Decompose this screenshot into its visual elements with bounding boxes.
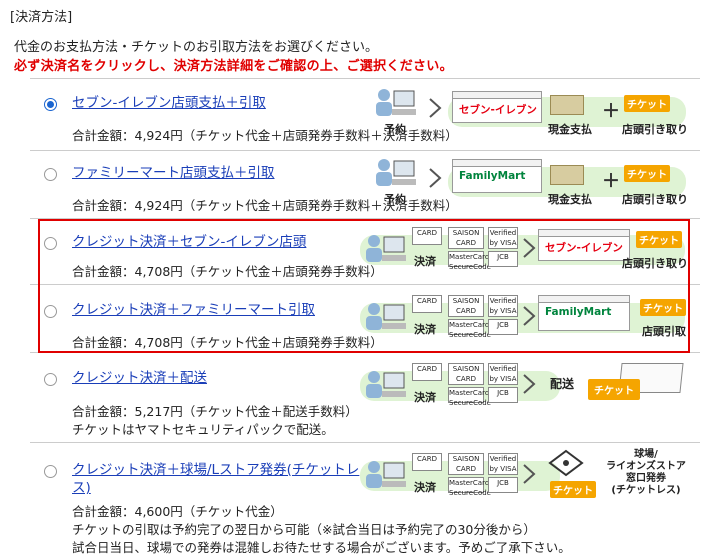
seven-eleven-logo: セブン-イレブン xyxy=(538,229,630,261)
radio-seven-pay-pickup[interactable] xyxy=(44,98,57,111)
label-delivery: 配送 xyxy=(550,377,575,391)
plus-icon: ＋ xyxy=(602,101,620,122)
section-title: [決済方法] xyxy=(10,10,73,25)
flow-graphic: CARD 決済 SAISON CARD Verified by VISA Mas… xyxy=(360,359,690,417)
label-yoyaku: 予約 xyxy=(384,123,406,136)
person-pc-icon xyxy=(366,371,406,398)
label-cash: 現金支払 xyxy=(548,123,592,136)
arrow-icon xyxy=(429,168,442,188)
arrow-icon xyxy=(523,238,536,258)
arrow-icon xyxy=(523,464,536,484)
flow-graphic: CARD 決済 SAISON CARD Verified by VISA Mas… xyxy=(360,291,690,349)
total-price: 合計金額：5,217円（チケット代金＋配送手数料） xyxy=(72,404,358,419)
total-price: 合計金額：4,924円（チケット代金＋店頭発券手数料＋決済手数料） xyxy=(72,198,458,213)
radio-family-pay-pickup[interactable] xyxy=(44,168,57,181)
verified-visa-icon: Verified by VISA xyxy=(488,227,518,249)
person-pc-icon xyxy=(376,159,416,186)
verified-visa-icon: Verified by VISA xyxy=(488,453,518,475)
stadium-note-1: チケットの引取は予約完了の翌日から可能（※試合当日は予約完了の30分後から） xyxy=(72,522,536,537)
delivery-note: チケットはヤマトセキュリティパックで配送。 xyxy=(72,422,334,437)
seven-eleven-logo: セブン-イレブン xyxy=(452,91,542,123)
arrow-icon xyxy=(523,374,536,394)
card-icon: CARD xyxy=(412,227,442,245)
ticket-icon: チケット xyxy=(588,379,640,400)
stadium-note-2: 試合日当日、球場での発券は混雑しお待たせする場合がございます。予めご了承下さい。 xyxy=(72,540,571,555)
ticket-icon: チケット xyxy=(624,95,670,112)
person-pc-icon xyxy=(366,303,406,330)
mastercard-icon: MasterCard SecureCode xyxy=(448,319,491,339)
radio-credit-stadium[interactable] xyxy=(44,465,57,478)
card-icon: CARD xyxy=(412,453,442,471)
option-credit-seven: クレジット決済＋セブン-イレブン店頭 合計金額：4,708円（チケット代金＋店頭… xyxy=(30,219,700,285)
label-pickup: 店頭引き取り xyxy=(622,257,688,270)
recommended-highlight-box xyxy=(38,219,690,353)
flow-graphic: CARD 決済 SAISON CARD Verified by VISA Mas… xyxy=(360,223,690,281)
label-stadium: 球場/ ライオンズストア 窓口発券 (チケットレス) xyxy=(606,449,686,496)
radio-credit-seven[interactable] xyxy=(44,237,57,250)
person-pc-icon xyxy=(366,235,406,262)
verified-visa-icon: Verified by VISA xyxy=(488,295,518,317)
saison-card-icon: SAISON CARD xyxy=(448,363,484,385)
person-pc-icon xyxy=(376,89,416,116)
saison-card-icon: SAISON CARD xyxy=(448,227,484,249)
warning-text: 必ず決済名をクリックし、決済方法詳細をご確認の上、ご選択ください。 xyxy=(14,59,453,74)
arrow-icon xyxy=(429,98,442,118)
saison-card-icon: SAISON CARD xyxy=(448,453,484,475)
intro-text: 代金のお支払方法・チケットのお引取方法をお選びください。 xyxy=(14,40,379,55)
label-kessai: 決済 xyxy=(414,323,436,336)
flow-graphic: 予約 FamilyMart 現金支払 ＋ チケット 店頭引き取り xyxy=(370,155,690,215)
ticket-icon: チケット xyxy=(550,481,596,498)
person-pc-icon xyxy=(366,461,406,488)
option-credit-stadium: クレジット決済＋球場/Lストア発券(チケットレス) 合計金額：4,600円（チケ… xyxy=(30,443,700,556)
saison-card-icon: SAISON CARD xyxy=(448,295,484,317)
option-credit-delivery: クレジット決済＋配送 合計金額：5,217円（チケット代金＋配送手数料） チケッ… xyxy=(30,353,700,443)
mastercard-icon: MasterCard SecureCode xyxy=(448,387,491,407)
label-kessai: 決済 xyxy=(414,481,436,494)
label-pickup: 店頭引取 xyxy=(642,325,686,338)
familymart-logo: FamilyMart xyxy=(538,295,630,331)
jcb-icon: JCB xyxy=(488,319,518,335)
ticket-icon: チケット xyxy=(640,299,686,316)
label-cash: 現金支払 xyxy=(548,193,592,206)
stadium-icon xyxy=(548,449,584,477)
familymart-logo: FamilyMart xyxy=(452,159,542,193)
arrow-icon xyxy=(523,306,536,326)
cash-icon xyxy=(550,165,584,185)
plus-icon: ＋ xyxy=(602,171,620,192)
link-credit-family[interactable]: クレジット決済＋ファミリーマート引取 xyxy=(72,302,315,318)
mastercard-icon: MasterCard SecureCode xyxy=(448,477,491,497)
ticket-icon: チケット xyxy=(624,165,670,182)
ticket-icon: チケット xyxy=(636,231,682,248)
card-icon: CARD xyxy=(412,295,442,313)
link-credit-seven[interactable]: クレジット決済＋セブン-イレブン店頭 xyxy=(72,234,307,250)
flow-graphic: CARD 決済 SAISON CARD Verified by VISA Mas… xyxy=(360,449,690,507)
total-price: 合計金額：4,600円（チケット代金） xyxy=(72,504,283,519)
total-price: 合計金額：4,708円（チケット代金＋店頭発券手数料） xyxy=(72,335,383,350)
card-icon: CARD xyxy=(412,363,442,381)
jcb-icon: JCB xyxy=(488,387,518,403)
link-credit-delivery[interactable]: クレジット決済＋配送 xyxy=(72,370,207,386)
radio-credit-family[interactable] xyxy=(44,305,57,318)
flow-graphic: 予約 セブン-イレブン 現金支払 ＋ チケット 店頭引き取り xyxy=(370,85,690,145)
link-credit-stadium[interactable]: クレジット決済＋球場/Lストア発券(チケットレス) xyxy=(72,462,360,496)
label-kessai: 決済 xyxy=(414,255,436,268)
mastercard-icon: MasterCard SecureCode xyxy=(448,251,491,271)
link-family-pay-pickup[interactable]: ファミリーマート店頭支払＋引取 xyxy=(72,165,275,181)
radio-credit-delivery[interactable] xyxy=(44,373,57,386)
verified-visa-icon: Verified by VISA xyxy=(488,363,518,385)
option-seven-pay-pickup: セブン-イレブン店頭支払＋引取 合計金額：4,924円（チケット代金＋店頭発券手… xyxy=(30,79,700,151)
total-price: 合計金額：4,924円（チケット代金＋店頭発券手数料＋決済手数料） xyxy=(72,128,458,143)
jcb-icon: JCB xyxy=(488,251,518,267)
label-kessai: 決済 xyxy=(414,391,436,404)
jcb-icon: JCB xyxy=(488,477,518,493)
label-pickup: 店頭引き取り xyxy=(622,193,688,206)
total-price: 合計金額：4,708円（チケット代金＋店頭発券手数料） xyxy=(72,264,383,279)
option-family-pay-pickup: ファミリーマート店頭支払＋引取 合計金額：4,924円（チケット代金＋店頭発券手… xyxy=(30,151,700,219)
label-yoyaku: 予約 xyxy=(384,193,406,206)
label-pickup: 店頭引き取り xyxy=(622,123,688,136)
link-seven-pay-pickup[interactable]: セブン-イレブン店頭支払＋引取 xyxy=(72,95,266,111)
cash-icon xyxy=(550,95,584,115)
